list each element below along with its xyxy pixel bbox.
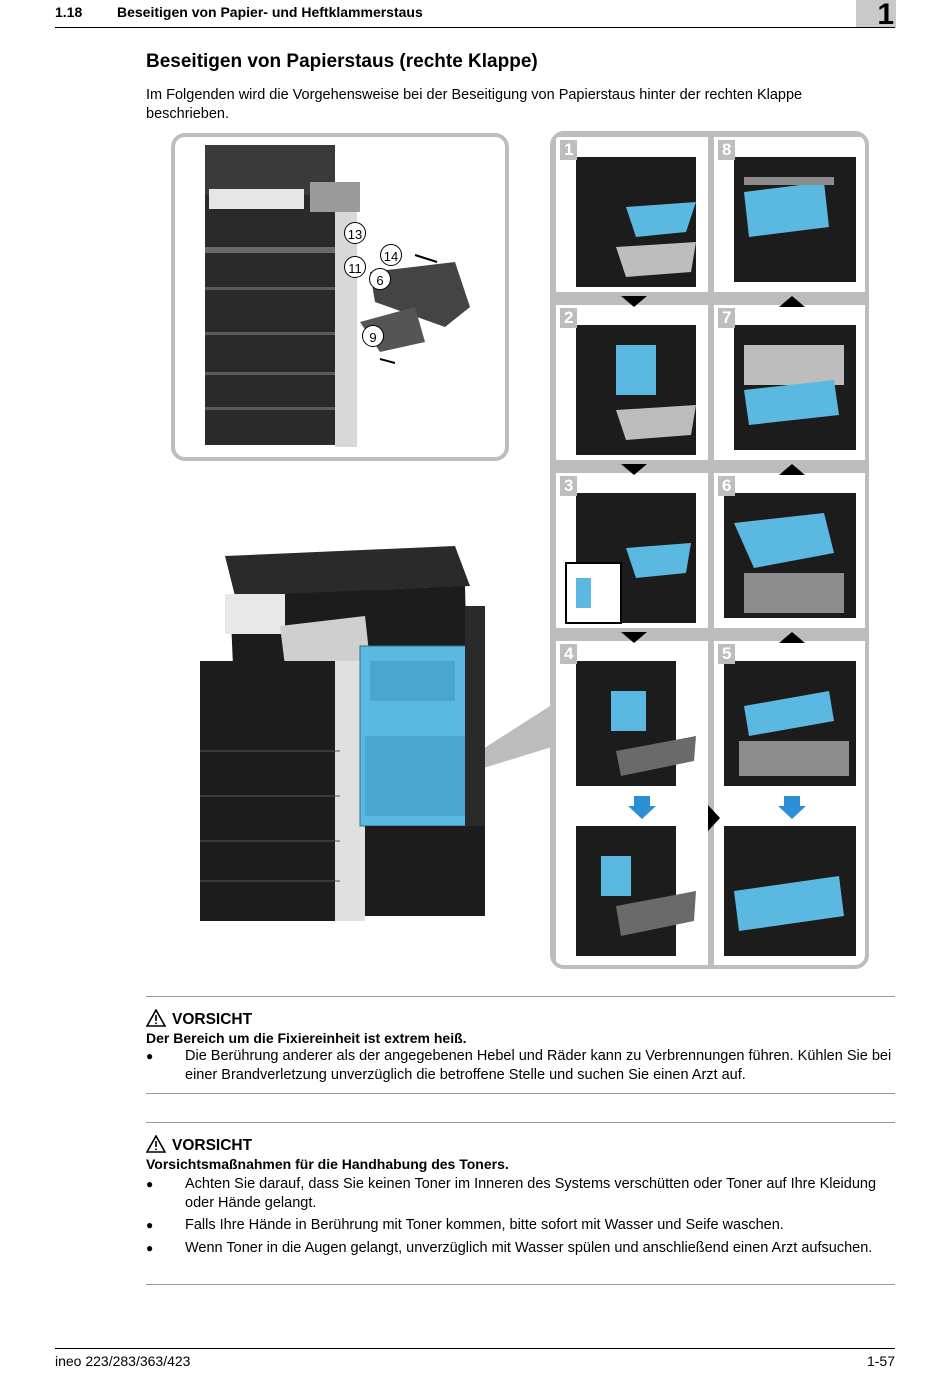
bullet-dot: ●	[146, 1218, 154, 1232]
callout-9: 9	[369, 330, 377, 345]
bullet-text: Wenn Toner in die Augen gelangt, unverzü…	[185, 1240, 873, 1256]
step-flow-arrows	[621, 296, 805, 831]
step-4-number: 4	[560, 644, 578, 664]
caution-1-bottom-rule	[146, 1093, 895, 1094]
arrow-right-icon	[708, 805, 720, 831]
overview-machine-figure	[205, 145, 470, 447]
section-title: Beseitigen von Papier- und Heftklammerst…	[117, 4, 423, 20]
step-2-number: 2	[560, 308, 578, 328]
step-7: 7	[714, 305, 865, 460]
bullet-dot: ●	[146, 1241, 154, 1255]
chapter-tab: 1	[856, 0, 896, 31]
step-8-figure	[734, 157, 856, 282]
step-5: 5	[714, 641, 865, 965]
bullet-text: Achten Sie darauf, dass Sie keinen Toner…	[185, 1176, 877, 1211]
caution-2-bullet-2: ● Falls Ihre Hände in Berührung mit Tone…	[146, 1216, 896, 1235]
arrow-down-icon	[621, 464, 647, 475]
step-8: 8	[714, 137, 865, 292]
callout-14: 14	[383, 249, 399, 264]
step-6-number: 6	[718, 476, 736, 496]
bullet-text: Die Berührung anderer als der angegebene…	[185, 1048, 892, 1083]
header-rule	[55, 27, 895, 28]
arrow-down-icon	[778, 796, 806, 819]
callout-11: 11	[348, 261, 362, 276]
footer-rule	[55, 1348, 895, 1349]
step-8-number: 8	[718, 140, 736, 160]
bullet-text: Falls Ihre Hände in Berührung mit Toner …	[185, 1217, 784, 1233]
step-4-figure	[576, 661, 696, 956]
caution-2-bullet-1: ● Achten Sie darauf, dass Sie keinen Ton…	[146, 1175, 896, 1213]
caution-2-label: VORSICHT	[172, 1137, 253, 1154]
callout-6: 6	[376, 273, 384, 288]
overview-illustration: 13 14 11 6 9	[171, 133, 509, 461]
page-title: Beseitigen von Papierstaus (rechte Klapp…	[146, 51, 538, 72]
step-7-figure	[734, 325, 856, 450]
step-2-figure	[576, 325, 696, 455]
machine-right-door-illustration	[200, 546, 555, 921]
step-2: 2	[556, 305, 708, 460]
step-1-figure	[576, 157, 696, 287]
warning-triangle-icon	[145, 1008, 167, 1027]
footer-model: ineo 223/283/363/423	[55, 1353, 191, 1369]
footer-page-number: 1-57	[866, 1353, 895, 1369]
arrow-up-icon	[779, 464, 805, 475]
caution-2-bottom-rule	[146, 1284, 895, 1285]
callout-13: 13	[347, 227, 363, 242]
caution-1-heading: VORSICHT	[145, 1008, 253, 1029]
arrow-down-icon	[628, 796, 656, 819]
step-5-figure	[724, 661, 856, 956]
caution-2-top-rule	[146, 1122, 895, 1123]
caution-1-label: VORSICHT	[172, 1011, 253, 1028]
step-3: 3	[556, 473, 708, 628]
step-7-number: 7	[718, 308, 736, 328]
caution-1-top-rule	[146, 996, 895, 997]
caution-1-subheading: Der Bereich um die Fixiereinheit ist ext…	[146, 1030, 467, 1046]
caution-1-bullet-1: ● Die Berührung anderer als der angegebe…	[146, 1047, 896, 1085]
bullet-dot: ●	[146, 1049, 154, 1063]
step-6: 6	[714, 473, 865, 628]
bullet-dot: ●	[146, 1177, 154, 1191]
step-6-figure	[724, 493, 856, 618]
overview-callouts	[344, 222, 402, 347]
step-1: 1	[556, 137, 708, 292]
arrow-up-icon	[779, 296, 805, 307]
arrow-up-icon	[779, 632, 805, 643]
step-1-number: 1	[560, 140, 578, 160]
caution-2-subheading: Vorsichtsmaßnahmen für die Handhabung de…	[146, 1156, 509, 1172]
step-3-number: 3	[560, 476, 578, 496]
arrow-down-icon	[621, 632, 647, 643]
intro-text: Im Folgenden wird die Vorgehensweise bei…	[146, 87, 803, 122]
procedure-steps-panel: 1 2 3 4 8 7 6 5	[550, 131, 869, 969]
caution-2-heading: VORSICHT	[145, 1134, 253, 1155]
step-3-figure	[565, 493, 696, 624]
arrow-down-icon	[621, 296, 647, 307]
section-number: 1.18	[55, 4, 83, 20]
chapter-number: 1	[877, 0, 894, 31]
warning-triangle-icon	[145, 1134, 167, 1153]
step-4: 4	[556, 641, 708, 965]
caution-2-bullet-3: ● Wenn Toner in die Augen gelangt, unver…	[146, 1239, 896, 1258]
step-5-number: 5	[718, 644, 736, 664]
